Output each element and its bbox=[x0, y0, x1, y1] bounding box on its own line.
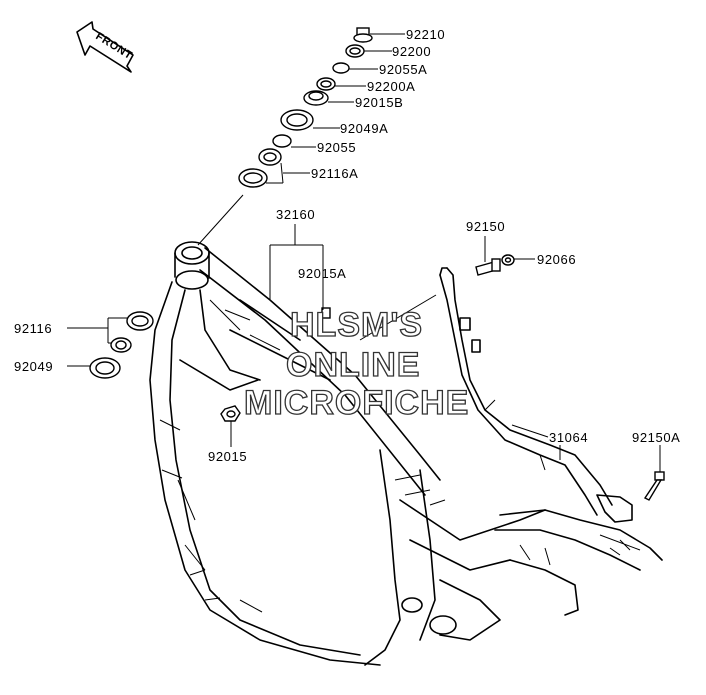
callout-92049: 92049 bbox=[14, 359, 53, 374]
seal-92049a bbox=[280, 109, 314, 131]
watermark: HLSM'S ONLINE MICROFICHE bbox=[243, 305, 469, 422]
nut-92015b bbox=[303, 90, 329, 106]
callout-92210: 92210 bbox=[406, 27, 445, 42]
washer-92066 bbox=[501, 254, 515, 266]
callout-92150: 92150 bbox=[466, 219, 505, 234]
callout-labels: 92210 92200 92055A 92200A 92015B 92049A … bbox=[14, 27, 680, 464]
callout-92049a: 92049A bbox=[340, 121, 388, 136]
callout-92055a: 92055A bbox=[379, 62, 427, 77]
callout-92015a: 92015A bbox=[298, 266, 346, 281]
oring-92055 bbox=[272, 134, 292, 148]
steering-stack-parts bbox=[238, 27, 373, 188]
washer-92200a bbox=[316, 77, 336, 91]
washer-92200 bbox=[345, 44, 365, 58]
bolt-92150 bbox=[475, 258, 501, 276]
leader-lines bbox=[67, 33, 661, 472]
oring-92055a bbox=[332, 62, 350, 74]
front-arrow-label: FRONT bbox=[93, 30, 134, 62]
callout-92200: 92200 bbox=[392, 44, 431, 59]
bearing-92116a-upper bbox=[258, 148, 282, 166]
watermark-line-2: ONLINE bbox=[286, 346, 420, 384]
bearing-92116a-lower bbox=[238, 168, 268, 188]
callout-92150a: 92150A bbox=[632, 430, 680, 445]
main-frame-32160 bbox=[149, 241, 546, 666]
seal-92049 bbox=[89, 357, 121, 379]
nut-92210 bbox=[353, 27, 373, 43]
callout-92015: 92015 bbox=[208, 449, 247, 464]
watermark-line-1: HLSM'S bbox=[290, 306, 423, 344]
callout-92055: 92055 bbox=[317, 140, 356, 155]
nut-92015 bbox=[220, 405, 241, 422]
bearing-92116-pair bbox=[110, 311, 154, 353]
callout-31064: 31064 bbox=[549, 430, 588, 445]
callout-32160: 32160 bbox=[276, 207, 315, 222]
bolt-92015a bbox=[321, 307, 331, 319]
watermark-line-3: MICROFICHE bbox=[244, 384, 469, 422]
front-arrow-icon: FRONT bbox=[76, 21, 134, 73]
callout-92116: 92116 bbox=[14, 321, 52, 336]
callout-92066: 92066 bbox=[537, 252, 576, 267]
rear-frame-31064 bbox=[439, 267, 663, 616]
bolt-92150a bbox=[643, 471, 665, 501]
callout-92015b: 92015B bbox=[355, 95, 403, 110]
callout-92116a: 92116A bbox=[311, 166, 358, 181]
callout-92200a: 92200A bbox=[367, 79, 415, 94]
